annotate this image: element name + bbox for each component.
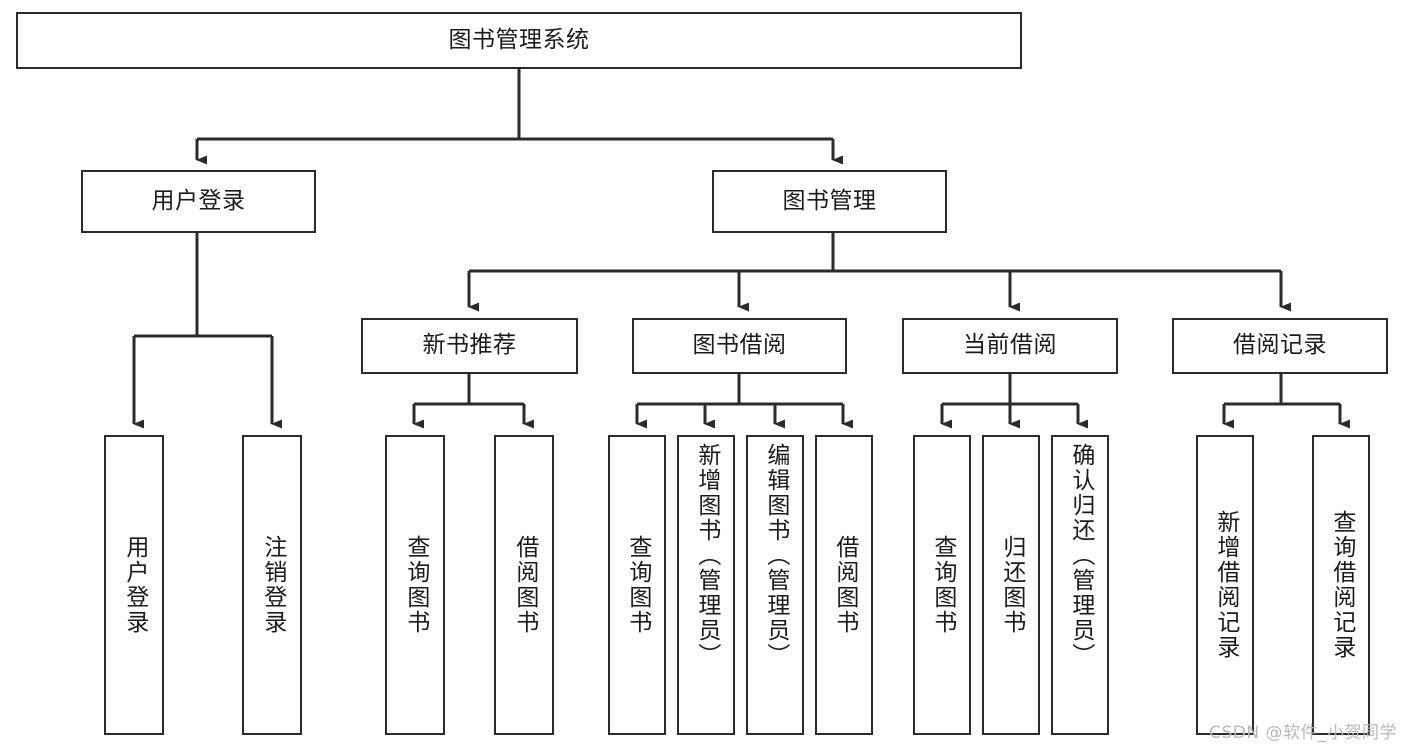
leaf-record-query-record[interactable]: 查询借阅记录 [1312, 435, 1370, 735]
node-user-login[interactable]: 用户登录 [81, 170, 316, 233]
leaf-recommend-borrow-book-label: 借阅图书 [511, 535, 538, 635]
leaf-record-add-record[interactable]: 新增借阅记录 [1196, 435, 1254, 735]
leaf-user-login-signout[interactable]: 注销登录 [242, 435, 302, 735]
leaf-borrow-borrow-book[interactable]: 借阅图书 [815, 435, 873, 735]
leaf-borrow-borrow-book-label: 借阅图书 [831, 535, 858, 635]
node-book-management[interactable]: 图书管理 [712, 170, 947, 233]
node-root-system[interactable]: 图书管理系统 [16, 12, 1022, 69]
leaf-borrow-query-book[interactable]: 查询图书 [608, 435, 666, 735]
node-current-borrow-label: 当前借阅 [963, 332, 1057, 359]
node-book-management-label: 图书管理 [782, 187, 877, 214]
node-new-book-recommend-label: 新书推荐 [422, 332, 517, 359]
node-book-borrow-label: 图书借阅 [692, 332, 787, 359]
watermark-text: CSDN @软件_小贺同学 [1209, 723, 1397, 743]
leaf-borrow-query-book-label: 查询图书 [624, 535, 651, 635]
leaf-current-return-book[interactable]: 归还图书 [982, 435, 1040, 735]
leaf-recommend-query-book[interactable]: 查询图书 [385, 435, 445, 735]
node-borrow-record[interactable]: 借阅记录 [1172, 318, 1388, 374]
leaf-current-query-book[interactable]: 查询图书 [913, 435, 971, 735]
leaf-borrow-edit-book-label: 编辑图书（管理员） [762, 443, 789, 668]
leaf-record-add-record-label: 新增借阅记录 [1212, 510, 1239, 660]
leaf-borrow-add-book-label: 新增图书（管理员） [693, 443, 720, 668]
leaf-user-login-signin[interactable]: 用户登录 [104, 435, 164, 735]
leaf-recommend-borrow-book[interactable]: 借阅图书 [494, 435, 554, 735]
node-root-system-label: 图书管理系统 [448, 26, 590, 53]
leaf-user-login-signin-label: 用户登录 [121, 535, 148, 635]
node-borrow-record-label: 借阅记录 [1233, 332, 1327, 359]
leaf-current-query-book-label: 查询图书 [929, 535, 956, 635]
node-current-borrow[interactable]: 当前借阅 [902, 318, 1118, 374]
leaf-current-confirm-return-label: 确认归还（管理员） [1067, 443, 1094, 668]
node-new-book-recommend[interactable]: 新书推荐 [361, 318, 578, 374]
leaf-current-confirm-return[interactable]: 确认归还（管理员） [1051, 435, 1109, 735]
leaf-recommend-query-book-label: 查询图书 [402, 535, 429, 635]
leaf-current-return-book-label: 归还图书 [998, 535, 1025, 635]
leaf-user-login-signout-label: 注销登录 [259, 535, 286, 635]
leaf-borrow-add-book[interactable]: 新增图书（管理员） [677, 435, 735, 735]
leaf-record-query-record-label: 查询借阅记录 [1328, 510, 1355, 660]
leaf-borrow-edit-book[interactable]: 编辑图书（管理员） [746, 435, 804, 735]
node-book-borrow[interactable]: 图书借阅 [632, 318, 847, 374]
node-user-login-label: 用户登录 [151, 187, 246, 214]
